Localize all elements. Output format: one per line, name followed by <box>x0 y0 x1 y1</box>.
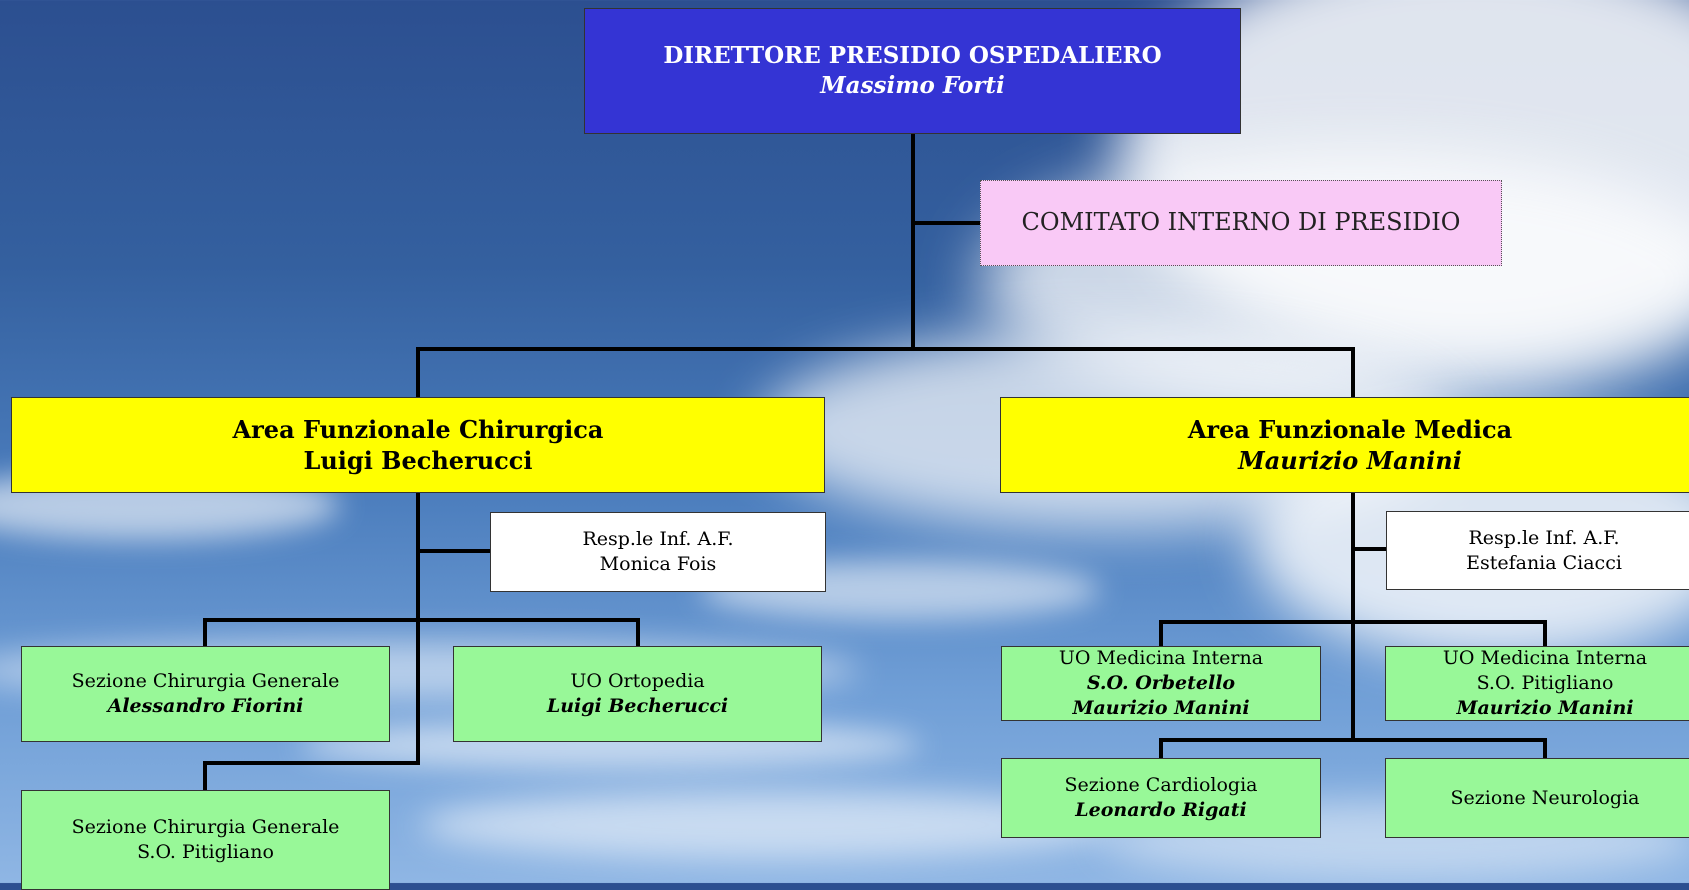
medical-unit-neurology: Sezione Neurologia <box>1385 758 1689 838</box>
committee-label: COMITATO INTERNO DI PRESIDIO <box>1021 208 1461 237</box>
director-name: Massimo Forti <box>820 72 1005 99</box>
unit-line1: Sezione Chirurgia Generale <box>71 670 340 693</box>
medical-unit-cardiology: Sezione Cardiologia Leonardo Rigati <box>1001 758 1321 838</box>
surgical-nurse-role: Resp.le Inf. A.F. <box>582 528 734 551</box>
medical-unit-internal-medicine-pitigliano: UO Medicina Interna S.O. Pitigliano Maur… <box>1385 646 1689 721</box>
surgical-unit-orthopedics: UO Ortopedia Luigi Becherucci <box>453 646 822 742</box>
director-box: DIRETTORE PRESIDIO OSPEDALIERO Massimo F… <box>584 8 1241 134</box>
unit-line3: Maurizio Manini <box>1072 696 1250 719</box>
medical-nurse-name: Estefania Ciacci <box>1466 551 1622 574</box>
unit-line1: UO Medicina Interna <box>1442 647 1648 670</box>
unit-line2: S.O. Pitigliano <box>137 841 274 863</box>
surgical-nurse-name: Monica Fois <box>599 553 717 575</box>
unit-line1: Sezione Neurologia <box>1450 786 1640 809</box>
unit-line1: Sezione Cardiologia <box>1064 774 1258 797</box>
medical-unit-internal-medicine-orbetello: UO Medicina Interna S.O. Orbetello Mauri… <box>1001 646 1321 721</box>
unit-line2: S.O. Orbetello <box>1086 672 1236 695</box>
surgical-nurse-box: Resp.le Inf. A.F. Monica Fois <box>490 512 826 592</box>
committee-box: COMITATO INTERNO DI PRESIDIO <box>980 180 1502 266</box>
surgical-area-box: Area Funzionale Chirurgica Luigi Becheru… <box>11 397 825 493</box>
medical-area-title: Area Funzionale Medica <box>1187 414 1513 444</box>
surgical-area-title: Area Funzionale Chirurgica <box>232 414 604 444</box>
medical-nurse-box: Resp.le Inf. A.F. Estefania Ciacci <box>1386 511 1689 590</box>
unit-line2: Alessandro Fiorini <box>107 695 304 717</box>
unit-line1: Sezione Chirurgia Generale <box>71 816 340 839</box>
unit-line2: Leonardo Rigati <box>1075 799 1247 821</box>
medical-area-head: Maurizio Manini <box>1238 446 1462 475</box>
unit-line1: UO Medicina Interna <box>1058 647 1264 670</box>
surgical-unit-general-surgery: Sezione Chirurgia Generale Alessandro Fi… <box>21 646 390 742</box>
unit-line2: Luigi Becherucci <box>546 695 729 717</box>
medical-area-box: Area Funzionale Medica Maurizio Manini <box>1000 397 1689 493</box>
surgical-unit-general-surgery-pitigliano: Sezione Chirurgia Generale S.O. Pitiglia… <box>21 790 390 890</box>
medical-nurse-role: Resp.le Inf. A.F. <box>1468 526 1620 549</box>
unit-line2: S.O. Pitigliano <box>1476 672 1614 695</box>
unit-line1: UO Ortopedia <box>570 670 705 693</box>
director-title: DIRETTORE PRESIDIO OSPEDALIERO <box>663 42 1162 70</box>
unit-line3: Maurizio Manini <box>1456 696 1634 719</box>
surgical-area-head: Luigi Becherucci <box>303 446 533 475</box>
